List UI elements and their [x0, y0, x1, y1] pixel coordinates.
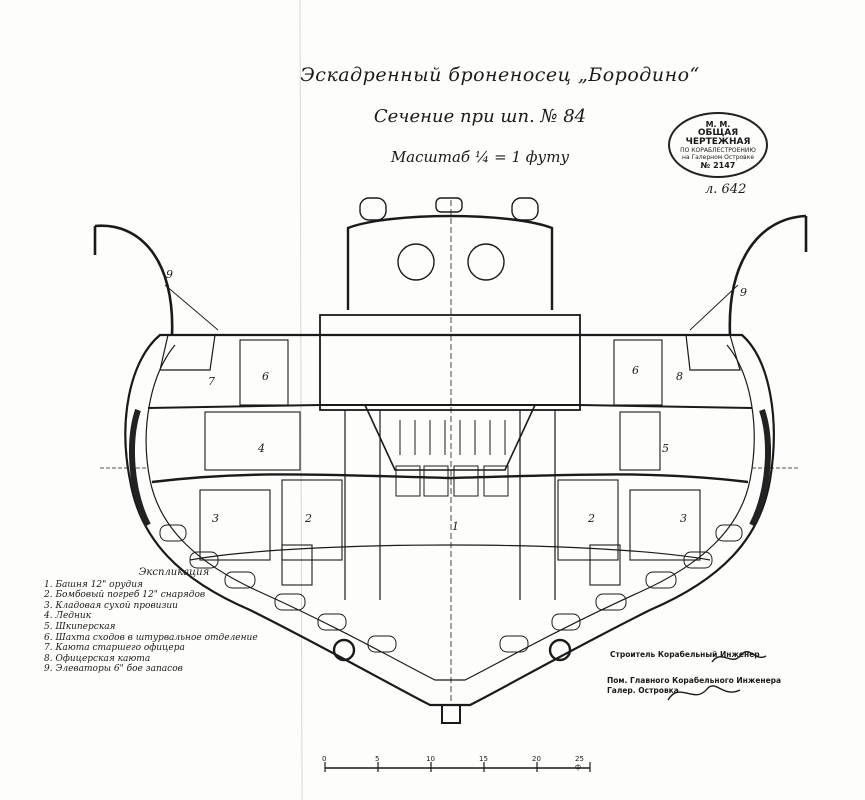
compartment-label: 9 [740, 286, 747, 299]
legend-item: 6. Шахта сходов в штурвальное отделение [44, 632, 258, 643]
compartment-label: 5 [662, 442, 669, 455]
davit-left [93, 224, 174, 336]
chief-signature-line2: Галер. Островка [607, 686, 679, 695]
compartment-label: 6 [262, 370, 269, 383]
lower-deck [189, 544, 711, 561]
barbette [319, 314, 581, 411]
davit-right [728, 214, 808, 336]
ammunition-hoist [344, 410, 556, 600]
sheet-number: л. 642 [705, 182, 747, 197]
davit-stay-right [689, 284, 739, 331]
compartment-label: 2 [587, 512, 595, 525]
stamp-line5: № 2147 [700, 161, 736, 170]
battery-deck [147, 404, 753, 409]
sponson-left [159, 334, 216, 371]
turret-hood-left [359, 197, 387, 221]
archive-stamp: М. М. ОБЩАЯ ЧЕРТЕЖНАЯ ПО КОРАБЛЕСТРОЕНИЮ… [668, 112, 768, 178]
compartment-label: 6 [632, 364, 639, 377]
scale-label: 5 [375, 755, 380, 763]
davit-stay-left [164, 284, 219, 331]
drawing-scale: Масштаб ¼ = 1 футу [390, 148, 570, 166]
double-bottom-cells [159, 524, 743, 653]
inner-hull [145, 344, 755, 681]
turret [346, 214, 554, 310]
chief-signature-label: Пом. Главного Корабельного Инженера Гале… [607, 676, 781, 696]
scale-label: 0 [322, 755, 327, 763]
compartment-label: 3 [212, 512, 219, 525]
shell-racks [395, 420, 509, 497]
scale-label: 10 [426, 755, 435, 763]
turret-hood-right [511, 197, 539, 221]
builder-signature [711, 651, 767, 663]
sponson-right [685, 334, 741, 371]
legend-item: 9. Элеваторы 6" бое запасов [44, 664, 183, 675]
gun-breech-right [467, 243, 505, 281]
armor-belt-right [749, 409, 771, 527]
chief-signature-line1: Пом. Главного Корабельного Инженера [607, 676, 782, 685]
scale-ticks [324, 762, 591, 772]
legend-item: 8. Офицерская каюта [44, 653, 151, 664]
armor-belt-left [129, 409, 151, 527]
stamp-line2: ОБЩАЯ ЧЕРТЕЖНАЯ [685, 128, 751, 147]
legend-item: 3. Кладовая сухой провизии [44, 600, 178, 611]
compartment-label: 4 [257, 442, 265, 455]
compartment-label: 2 [304, 512, 312, 525]
scale-label: 25 ф [575, 755, 584, 771]
compartment-label: 1 [452, 520, 459, 533]
legend-heading: Экспликация [138, 567, 210, 578]
bilge-keel-right [548, 638, 572, 662]
drawing-title: Эскадренный броненосец „Бородино“ [300, 64, 700, 86]
armored-deck [151, 473, 749, 484]
legend-item: 5. Шкиперская [44, 621, 116, 632]
gun-breech-left [397, 243, 435, 281]
drawing-subtitle: Сечение при шп. № 84 [373, 106, 587, 127]
compartment-label: 7 [208, 375, 215, 388]
legend-item: 2. Бомбовый погреб 12" снарядов [44, 590, 206, 601]
stamp-line3: ПО КОРАБЛЕСТРОЕНИЮ [680, 147, 756, 154]
compartment-label: 9 [166, 268, 173, 281]
compartment-label: 8 [676, 370, 683, 383]
legend-item: 7. Каюта старшего офицера [44, 643, 185, 654]
scale-label: 20 [532, 755, 541, 763]
shell-room [364, 404, 536, 471]
legend-item: 4. Ледник [44, 611, 92, 622]
keel [441, 704, 461, 724]
turret-hood-center [435, 197, 463, 213]
chief-signature [667, 685, 741, 701]
compartment-label: 3 [680, 512, 687, 525]
hull-outline [124, 333, 775, 707]
scale-label: 15 [479, 755, 488, 763]
legend: Экспликация 1. Башня 12" орудия 2. Бомбо… [44, 567, 284, 675]
stamp-line4: на Галерном Островке [681, 154, 755, 161]
bilge-keel-left [332, 638, 356, 662]
stamp-line1: М. М. [705, 120, 731, 129]
legend-item: 1. Башня 12" орудия [44, 579, 144, 590]
fold-line [299, 0, 303, 800]
compartments [199, 339, 701, 586]
builder-signature-label: Строитель Корабельный Инженер [610, 650, 760, 659]
